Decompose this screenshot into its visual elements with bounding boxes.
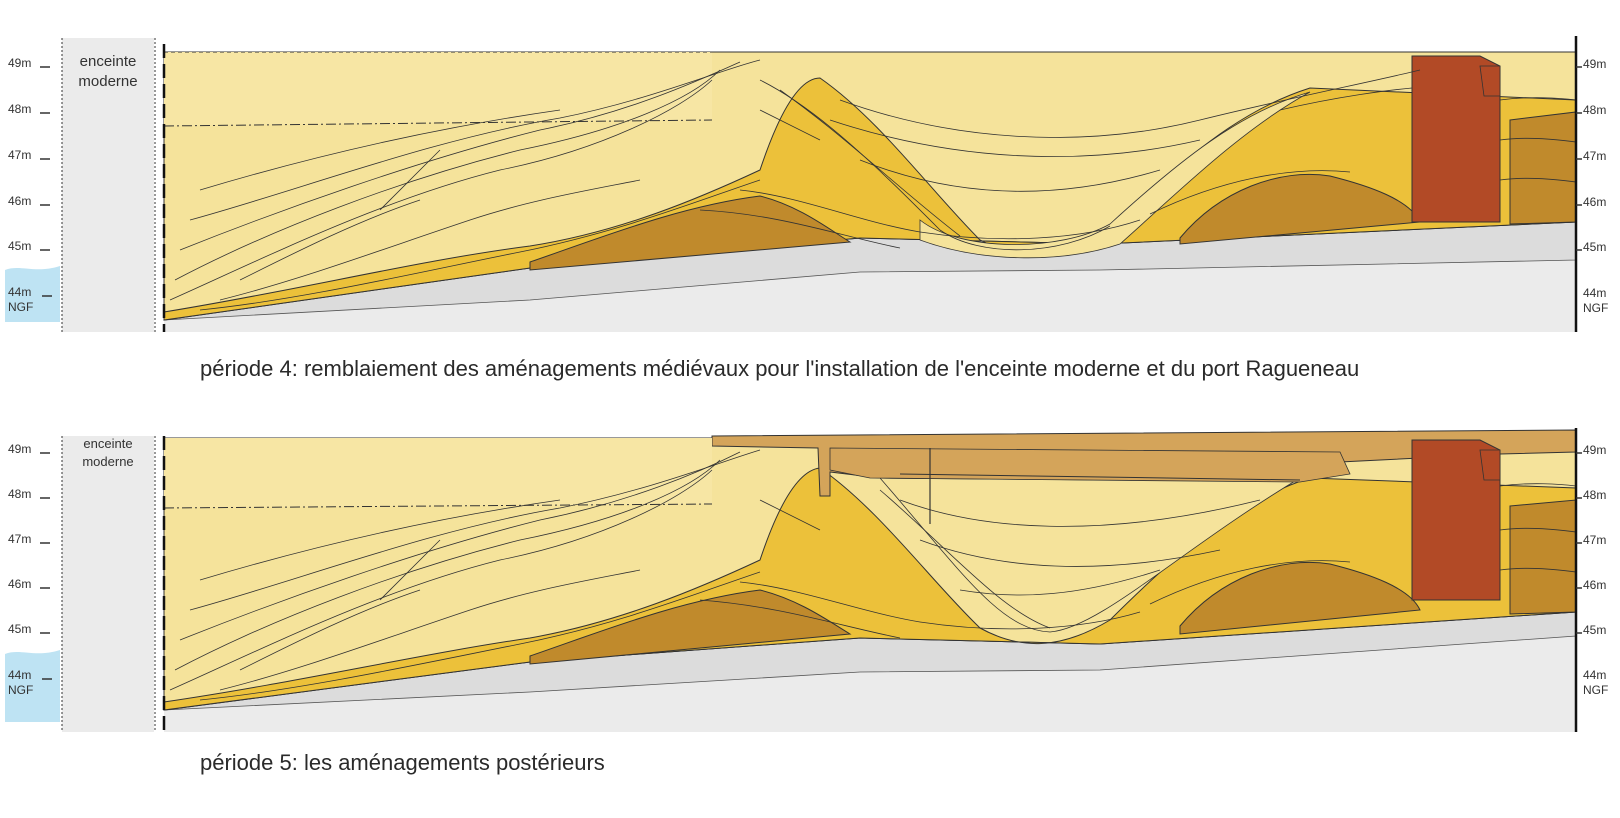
enceinte-wall-column [62,436,154,732]
enceinte-label-line2: moderne [82,454,133,469]
left-altitude-scale: 49m 48m 47m 46m 45m 44m NGF [8,56,52,314]
left-altitude-scale: 49m 48m 47m 46m 45m 44m NGF [8,442,52,697]
enceinte-wall-column [62,38,154,332]
right-scale-46m: 46m [1583,578,1606,592]
right-scale-49m: 49m [1583,57,1606,71]
scale-label-47m: 47m [8,532,31,546]
right-scale-ngf: NGF [1583,301,1608,315]
masonry-tower [1411,439,1501,601]
water-level [5,650,60,722]
scale-label-48m: 48m [8,102,31,116]
enceinte-label-line2: moderne [78,73,137,90]
right-scale-49m: 49m [1583,443,1606,457]
section-panel-period-4: enceinte moderne 49m 48m 47m 46m 45m 44m… [0,0,1620,381]
stratigraphic-section-5: enceinte moderne 49m 48m 47m 46m 45m 44m… [5,428,1608,732]
right-scale-44m: 44m [1583,286,1606,300]
stratification-lines [169,59,1577,311]
scale-label-44m: 44m [8,668,31,682]
right-scale-47m: 47m [1583,149,1606,163]
right-scale-48m: 48m [1583,488,1606,502]
scale-label-ngf: NGF [8,683,33,697]
enceinte-label-line1: enceinte [80,53,137,70]
right-scale-47m: 47m [1583,533,1606,547]
scale-label-45m: 45m [8,239,31,253]
scale-label-44m: 44m [8,285,31,299]
stratification-lines [169,449,1577,701]
scale-label-49m: 49m [8,442,31,456]
right-scale-44m: 44m [1583,668,1606,682]
enceinte-label-line1: enceinte [83,436,132,451]
right-scale-ngf: NGF [1583,683,1608,697]
stratigraphic-section-4: enceinte moderne 49m 48m 47m 46m 45m 44m… [5,36,1608,332]
water-level [5,266,60,322]
scale-label-47m: 47m [8,148,31,162]
brown-fill-layer [529,589,852,665]
right-altitude-scale: 49m 48m 47m 46m 45m 44m NGF [1576,443,1608,697]
scale-label-46m: 46m [8,194,31,208]
right-scale-46m: 46m [1583,195,1606,209]
scale-label-45m: 45m [8,622,31,636]
masonry-tower [1411,55,1501,223]
period-4-caption: période 4: remblaiement des aménagements… [200,356,1360,381]
right-scale-48m: 48m [1583,103,1606,117]
scale-label-49m: 49m [8,56,31,70]
scale-label-46m: 46m [8,577,31,591]
period-5-caption: période 5: les aménagements postérieurs [200,750,605,775]
scale-label-48m: 48m [8,487,31,501]
section-panel-period-5: enceinte moderne 49m 48m 47m 46m 45m 44m… [0,400,1620,775]
right-scale-45m: 45m [1583,240,1606,254]
scale-label-ngf: NGF [8,300,33,314]
right-altitude-scale: 49m 48m 47m 46m 45m 44m NGF [1576,57,1608,315]
right-scale-45m: 45m [1583,623,1606,637]
